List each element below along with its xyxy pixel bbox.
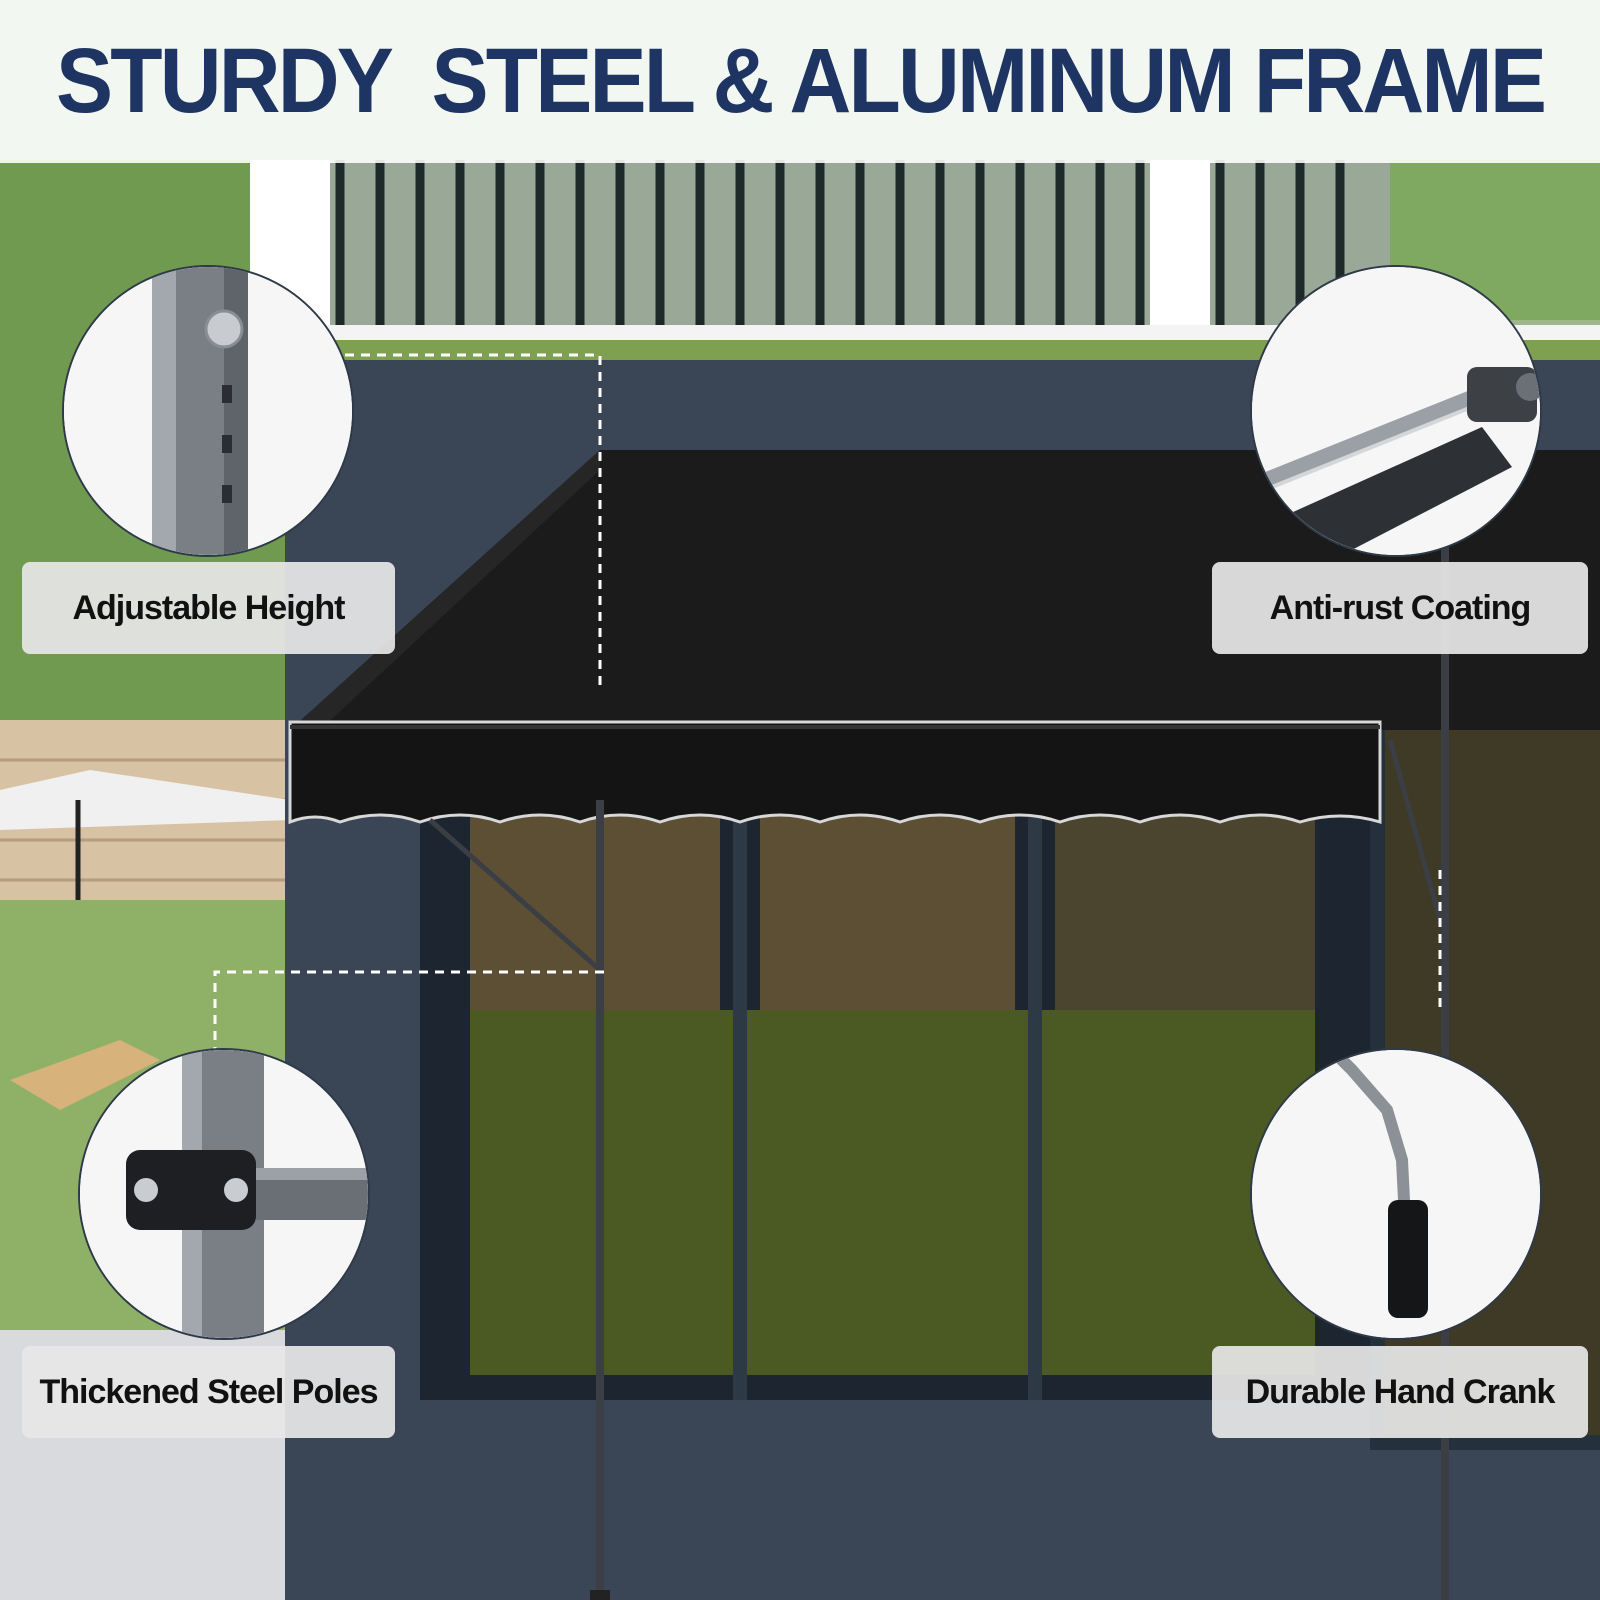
label-adjustable-height: Adjustable Height — [22, 562, 395, 654]
label-thick-poles: Thickened Steel Poles — [22, 1346, 395, 1438]
callout-adjustable-height — [62, 265, 354, 557]
callout-thick-poles — [78, 1048, 370, 1340]
pole-bolt-icon — [64, 267, 352, 555]
headline: STURDY STEEL & ALUMINUM FRAME — [55, 30, 1547, 132]
hand-crank-icon — [1252, 1050, 1540, 1338]
headline-band: STURDY STEEL & ALUMINUM FRAME — [0, 0, 1600, 163]
rust-joint-icon — [1252, 267, 1540, 555]
pole-clamp-icon — [80, 1050, 368, 1338]
label-anti-rust: Anti-rust Coating — [1212, 562, 1588, 654]
callout-hand-crank — [1250, 1048, 1542, 1340]
callout-anti-rust — [1250, 265, 1542, 557]
label-hand-crank: Durable Hand Crank — [1212, 1346, 1588, 1438]
